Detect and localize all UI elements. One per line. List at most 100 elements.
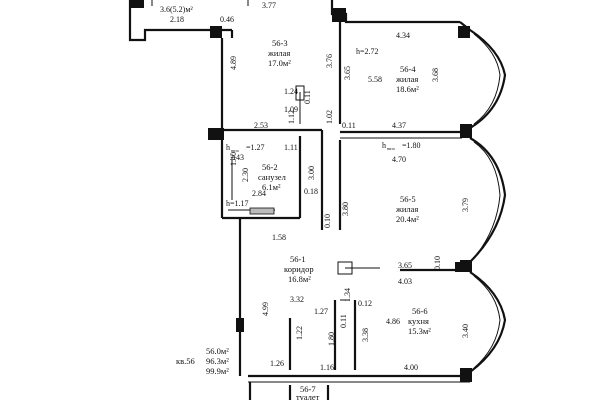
room-56-3-name: жилая [267, 48, 290, 58]
height-label-2: h низа =1.27 [226, 143, 265, 153]
room-56-2-area: 6.1м² [262, 182, 281, 192]
dim-4-03: 4.03 [398, 277, 412, 286]
column-top-2 [332, 8, 346, 22]
dim-4-00: 4.00 [404, 363, 418, 372]
dim-4-99: 4.99 [261, 302, 270, 316]
dim-2-53: 2.53 [254, 121, 268, 130]
room-56-7-id: 56-7 [300, 384, 316, 394]
dim-3-80: 3.80 [341, 202, 350, 216]
dim-0-10b: 0.10 [433, 256, 442, 270]
dim-1-16: 1.16 [320, 363, 334, 372]
wall-block-top-left [130, 0, 144, 8]
dim-2-18: 2.18 [170, 15, 184, 24]
dimensions-horizontal: 4.34 5.58 1.24 1.09 0.11 4.37 2.53 1.11 … [230, 31, 418, 372]
room-56-2-name: санузел [258, 172, 287, 182]
dim-3-40: 3.40 [461, 324, 470, 338]
room-56-1-name: коридор [284, 264, 314, 274]
dim-4-37: 4.37 [392, 121, 406, 130]
room-56-7: 56-7 туалет [296, 384, 320, 400]
summary-apt: кв.56 [176, 356, 195, 366]
room-56-5-id: 56-5 [400, 194, 416, 204]
dim-1-02: 1.02 [325, 110, 334, 124]
height-label-1: h=2.72 [356, 47, 379, 56]
dim-1-22: 1.22 [295, 326, 304, 340]
dim-1-11: 1.11 [284, 143, 298, 152]
dim-4-86: 4.86 [386, 317, 400, 326]
room-56-5: 56-5 жилая 20.4м² [395, 194, 419, 224]
room-56-1: 56-1 коридор 16.8м² [284, 254, 314, 284]
dim-0-12: 0.12 [358, 299, 372, 308]
dim-5-58: 5.58 [368, 75, 382, 84]
dim-0-18: 0.18 [304, 187, 318, 196]
room-56-4-id: 56-4 [400, 64, 416, 74]
bath-fixture [249, 207, 275, 215]
dim-1-80: 1.80 [327, 332, 336, 346]
room-56-2-id: 56-2 [262, 162, 278, 172]
dim-1-58: 1.58 [272, 233, 286, 242]
dim-0-11b: 0.11 [342, 121, 356, 130]
dim-2-30: 2.30 [241, 168, 250, 182]
room-56-6-area: 15.3м² [408, 326, 431, 336]
column-bath [208, 128, 224, 140]
dim-1-26: 1.26 [270, 359, 284, 368]
room-56-4: 56-4 жилая 18.6м² [395, 64, 419, 94]
dim-1-27: 1.27 [314, 307, 328, 316]
room-56-4-name: жилая [395, 74, 418, 84]
room-56-1-id: 56-1 [290, 254, 306, 264]
walls [128, 0, 507, 400]
column-kitchen [455, 262, 463, 272]
dim-1-12: 1.12 [287, 110, 296, 124]
room-56-2: 56-2 санузел 6.1м² [258, 162, 287, 192]
dim-1-40: 1.40 [229, 152, 238, 166]
dim-4-70: 4.70 [392, 155, 406, 164]
top-area-partial: 3.6(5.2)м² [160, 5, 193, 14]
summary-area-3: 99.9м² [206, 366, 229, 376]
dim-2-43: 2.43 [230, 153, 244, 162]
dim-0-10a: 0.10 [323, 214, 332, 228]
room-56-1-area: 16.8м² [288, 274, 311, 284]
dim-3-76: 3.76 [325, 54, 334, 68]
room-56-6: 56-6 кухня 15.3м² [408, 306, 431, 336]
height-label-4: h=1.17 [226, 199, 249, 208]
room-56-7-name: туалет [296, 392, 320, 400]
column-right-1 [458, 26, 470, 38]
dim-1-24: 1.24 [284, 87, 298, 96]
room-56-5-area: 20.4м² [396, 214, 419, 224]
dim-4-89: 4.89 [229, 56, 238, 70]
summary-area-1: 56.0м² [206, 346, 229, 356]
dim-3-65b: 3.65 [398, 261, 412, 270]
dim-4-34: 4.34 [396, 31, 410, 40]
dim-3-65: 3.65 [343, 66, 352, 80]
column-right-2 [460, 124, 472, 138]
room-56-3: 56-3 жилая 17.0м² [267, 38, 291, 68]
height-label-3-sub: низа [387, 146, 395, 151]
room-56-6-name: кухня [408, 316, 429, 326]
room-56-4-area: 18.6м² [396, 84, 419, 94]
room-56-6-id: 56-6 [412, 306, 428, 316]
dimensions-vertical: 4.89 3.76 3.65 3.68 0.11 1.12 1.02 1.40 … [229, 54, 470, 346]
dim-3-68: 3.68 [431, 68, 440, 82]
dim-0-11a: 0.11 [303, 90, 312, 104]
height-label-2-h: h [226, 143, 230, 152]
dim-0-11c: 0.11 [339, 314, 348, 328]
apartment-summary: 56.0м² кв.56 96.3м² 99.9м² [176, 346, 229, 376]
height-label-2-sub: низа [231, 148, 239, 153]
dim-0-46: 0.46 [220, 15, 234, 24]
height-label-3: h низа =1.80 [382, 141, 421, 151]
height-label-3-val: =1.80 [402, 141, 421, 150]
dim-2-84: 2.84 [252, 189, 266, 198]
summary-area-2: 96.3м² [206, 356, 229, 366]
dim-1-34: 1.34 [343, 288, 352, 302]
room-56-3-area: 17.0м² [268, 58, 291, 68]
dim-3-77: 3.77 [262, 1, 276, 10]
height-label-2-val: =1.27 [246, 143, 265, 152]
column-top-1 [210, 26, 222, 38]
dim-3-79: 3.79 [461, 198, 470, 212]
height-label-3-h: h [382, 141, 386, 150]
room-56-5-name: жилая [395, 204, 418, 214]
dim-3-00: 3.00 [307, 166, 316, 180]
dim-1-09: 1.09 [284, 105, 298, 114]
dim-3-38: 3.38 [361, 328, 370, 342]
dim-3-32: 3.32 [290, 295, 304, 304]
